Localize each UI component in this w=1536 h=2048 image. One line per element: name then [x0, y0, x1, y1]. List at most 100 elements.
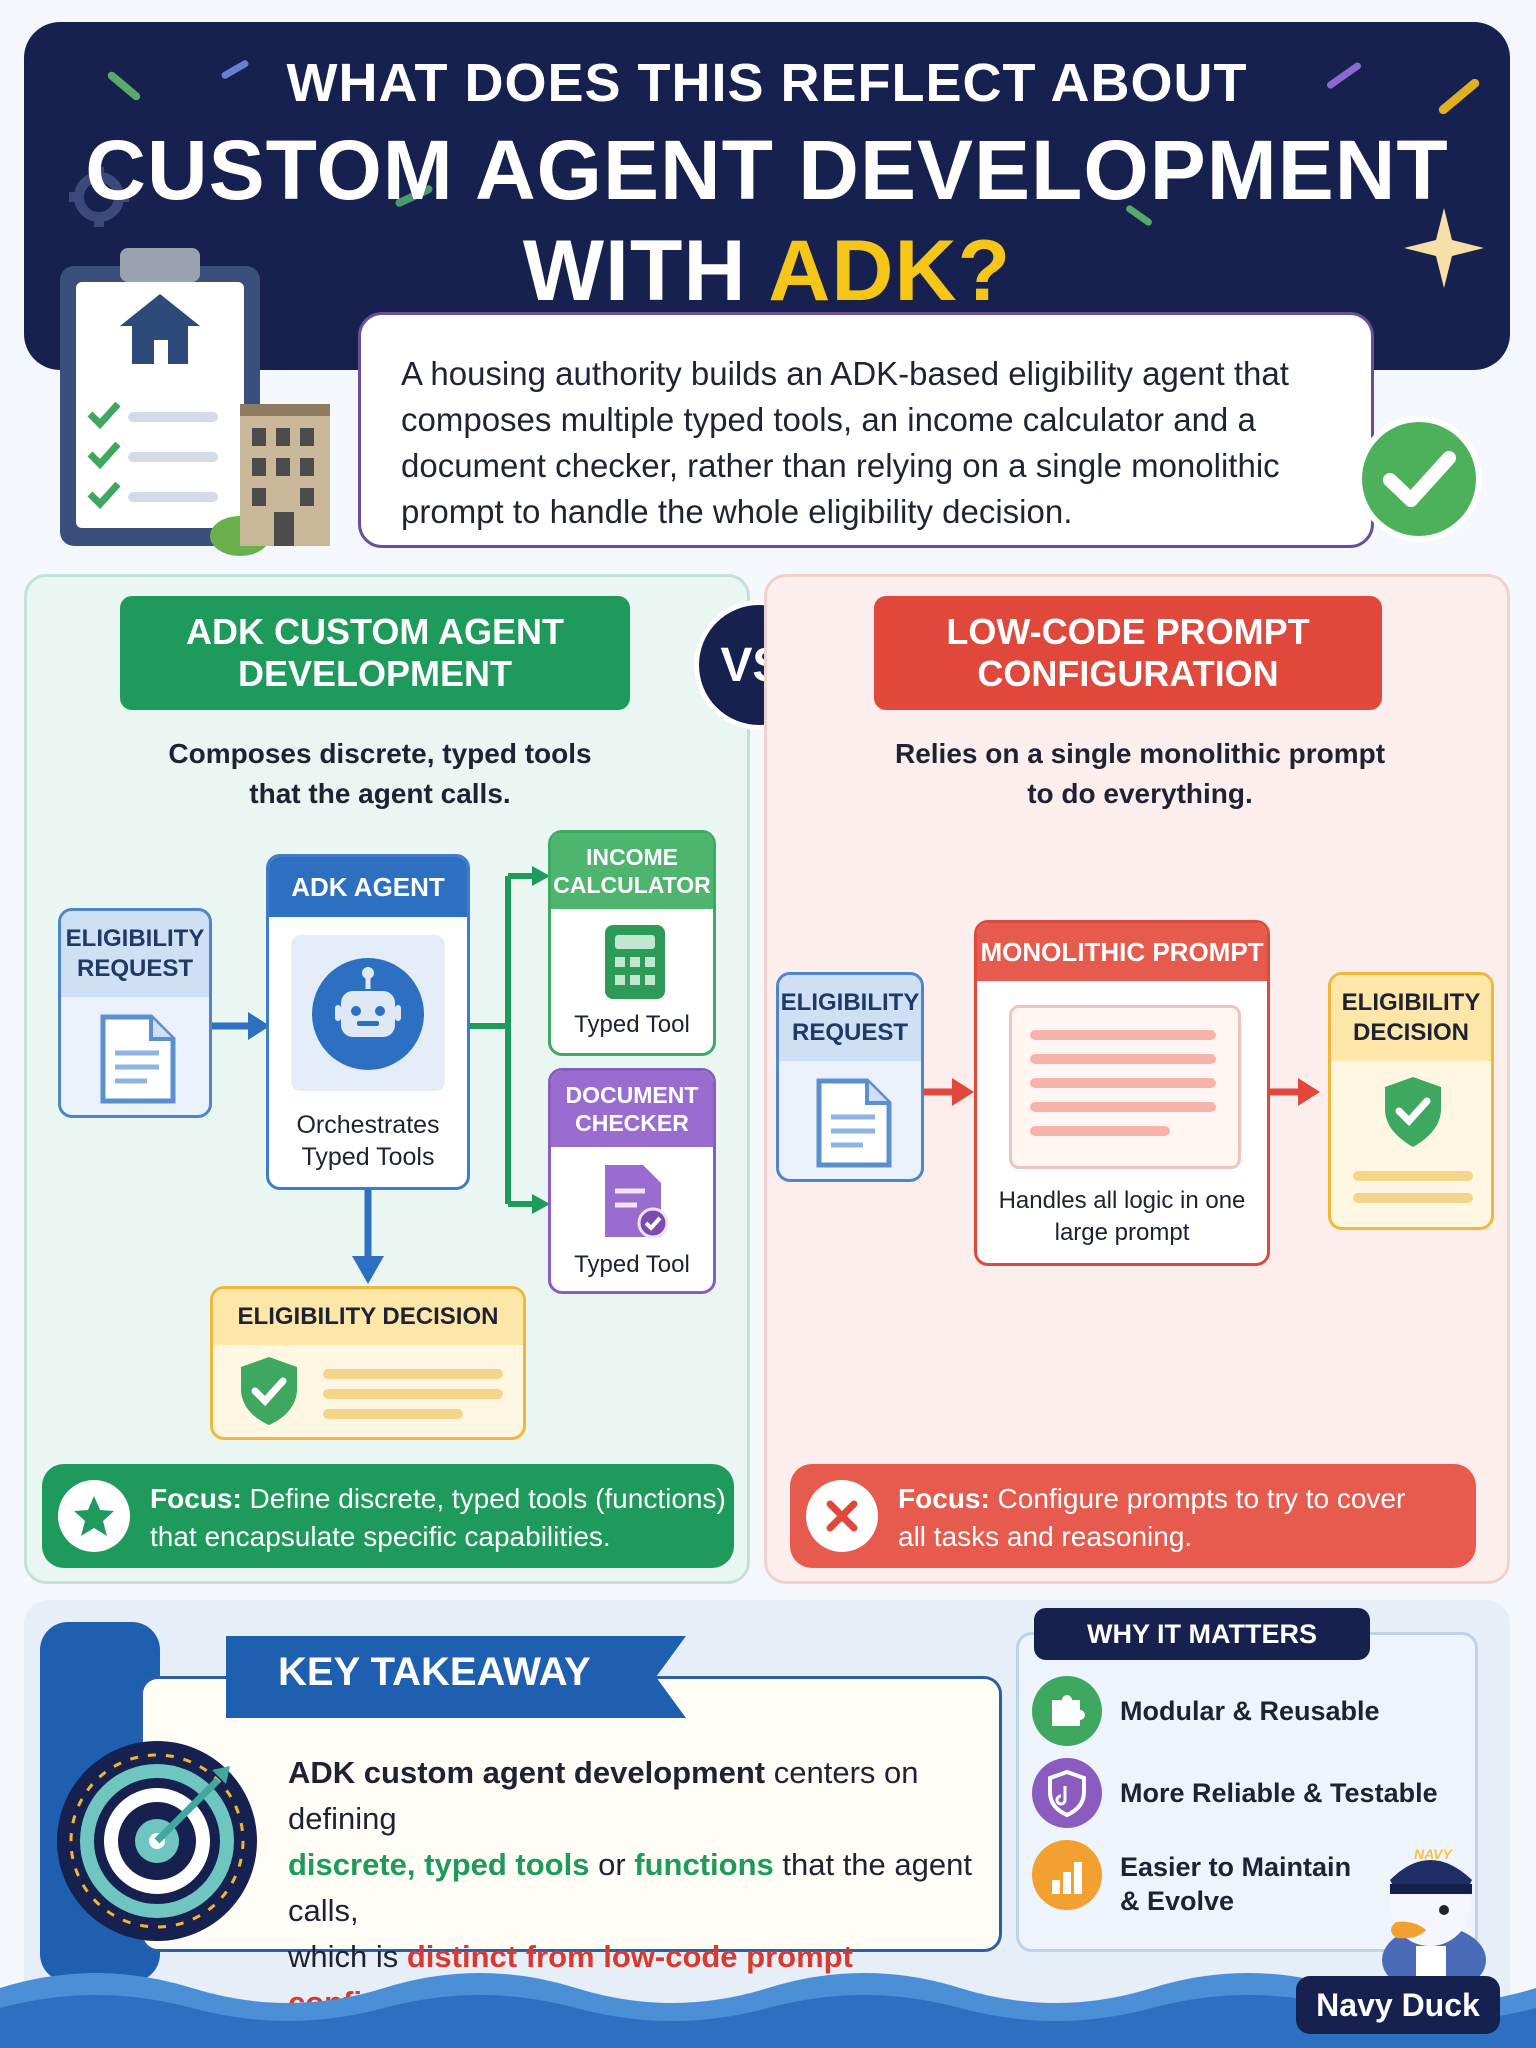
takeaway-seg-4: or [589, 1847, 635, 1882]
takeaway-title: KEY TAKEAWAY [278, 1650, 591, 1694]
left-request-line-2: REQUEST [76, 955, 193, 982]
right-subtitle: Relies on a single monolithic prompt to d… [800, 734, 1480, 814]
wave-decoration [0, 1973, 1536, 2048]
why-item-3-line-1: Easier to Maintain [1120, 1852, 1352, 1882]
agent-caption-line-1: Orchestrates [296, 1111, 440, 1139]
left-request-line-1: ELIGIBILITY [65, 925, 205, 952]
shield-check-icon [241, 1357, 297, 1425]
placeholder-line [1030, 1030, 1216, 1040]
document-icon [816, 1078, 892, 1168]
takeaway-ribbon [226, 1636, 686, 1718]
robot-icon [312, 958, 424, 1070]
header-line-1: WHAT DOES THIS REFLECT ABOUT [286, 53, 1248, 113]
adk-agent-title: ADK AGENT [269, 857, 467, 917]
gear-icon [69, 167, 129, 227]
left-focus-text: Focus: Define discrete, typed tools (fun… [150, 1480, 726, 1556]
tool1-title-line-1: INCOME [585, 844, 678, 870]
right-decision-line-2: DECISION [1352, 1019, 1469, 1046]
why-item-3: Easier to Maintain & Evolve [1120, 1850, 1351, 1918]
star-icon [74, 1496, 114, 1536]
header-banner: WHAT DOES THIS REFLECT ABOUT CUSTOM AGEN… [24, 22, 1510, 370]
intro-box: A housing authority builds an ADK-based … [358, 312, 1374, 548]
placeholder-line [1353, 1171, 1473, 1181]
intro-text: A housing authority builds an ADK-based … [401, 355, 1289, 530]
clipboard-house-illustration [60, 248, 330, 556]
takeaway-box [140, 1676, 1002, 1952]
left-title-line-2: DEVELOPMENT [237, 653, 513, 694]
placeholder-line [1030, 1126, 1170, 1136]
header-line-3: WITH ADK? [24, 222, 1510, 321]
why-item-1: Modular & Reusable [1120, 1696, 1380, 1726]
right-title-line-2: CONFIGURATION [977, 653, 1279, 694]
mascot-cap-text: NAVY [1414, 1846, 1452, 1862]
right-subtitle-line-1: Relies on a single monolithic prompt [894, 738, 1386, 769]
agent-caption-line-2: Typed Tools [301, 1143, 435, 1171]
why-item-3-line-2: & Evolve [1120, 1886, 1235, 1916]
left-eligibility-request-card: ELIGIBILITY REQUEST [58, 908, 212, 1118]
shield-check-icon [1385, 1077, 1441, 1147]
header-line-3-prefix: WITH [522, 223, 769, 319]
placeholder-line [1030, 1054, 1216, 1064]
right-subtitle-line-2: to do everything. [1027, 778, 1253, 809]
placeholder-line [323, 1389, 503, 1399]
left-title-line-1: ADK CUSTOM AGENT [186, 611, 564, 652]
placeholder-line [1030, 1102, 1216, 1112]
prompt-caption-line-1: Handles all logic in one [998, 1187, 1246, 1214]
puzzle-icon [1032, 1676, 1102, 1746]
header-accent: ADK? [768, 223, 1012, 319]
takeaway-seg-3: discrete, typed tools [288, 1847, 590, 1882]
shield-icon [1032, 1758, 1102, 1828]
x-badge [806, 1480, 878, 1552]
why-it-matters-title: WHY IT MATTERS [1034, 1608, 1370, 1660]
sparkle-icon [1404, 208, 1484, 288]
placeholder-line [323, 1409, 463, 1419]
prompt-caption-line-2: large prompt [1054, 1219, 1190, 1246]
takeaway-text: ADK custom agent development centers on … [288, 1750, 988, 2026]
takeaway-seg-7: which is [288, 1939, 407, 1974]
placeholder-line [323, 1369, 503, 1379]
placeholder-line [1353, 1193, 1473, 1203]
right-focus-line-2: all tasks and reasoning. [898, 1521, 1193, 1552]
tool2-title-line-1: DOCUMENT [565, 1082, 699, 1108]
left-focus-line-1: Define discrete, typed tools (functions) [241, 1483, 726, 1514]
right-request-line-2: REQUEST [791, 1019, 908, 1046]
placeholder-line [1030, 1078, 1216, 1088]
left-focus-banner: Focus: Define discrete, typed tools (fun… [42, 1464, 734, 1568]
left-decision-title: ELIGIBILITY DECISION [213, 1289, 523, 1345]
check-circle-icon [1356, 416, 1482, 542]
close-icon [826, 1500, 858, 1532]
prompt-document [1009, 1005, 1241, 1169]
takeaway-seg-2: centers on defining [288, 1755, 919, 1836]
target-icon [57, 1741, 257, 1941]
right-request-line-1: ELIGIBILITY [780, 989, 920, 1016]
monolithic-prompt-card: MONOLITHIC PROMPT Handles all logic in o… [974, 920, 1270, 1266]
takeaway-seg-5: functions [634, 1847, 774, 1882]
right-focus-text: Focus: Configure prompts to try to cover… [898, 1480, 1405, 1556]
left-subtitle: Composes discrete, typed tools that the a… [60, 734, 700, 814]
left-eligibility-decision-card: ELIGIBILITY DECISION [210, 1286, 526, 1440]
takeaway-seg-6: that the agent calls, [288, 1847, 972, 1928]
left-subtitle-line-2: that the agent calls. [249, 778, 511, 809]
document-icon [100, 1014, 176, 1104]
left-focus-line-2: that encapsulate specific capabilities. [150, 1521, 611, 1552]
left-focus-label: Focus: [150, 1483, 242, 1514]
right-focus-line-1: Configure prompts to try to cover [989, 1483, 1406, 1514]
prompt-caption: Handles all logic in one large prompt [977, 1185, 1267, 1249]
left-subtitle-line-1: Composes discrete, typed tools [168, 738, 592, 769]
document-check-icon [605, 1165, 669, 1239]
header-line-2: CUSTOM AGENT DEVELOPMENT [85, 123, 1449, 217]
right-focus-label: Focus: [898, 1483, 990, 1514]
calculator-icon [605, 925, 665, 999]
bar-chart-icon [1032, 1840, 1102, 1910]
right-title-line-1: LOW-CODE PROMPT [946, 611, 1310, 652]
tool1-caption: Typed Tool [574, 1011, 690, 1038]
takeaway-seg-1: ADK custom agent development [288, 1755, 766, 1790]
